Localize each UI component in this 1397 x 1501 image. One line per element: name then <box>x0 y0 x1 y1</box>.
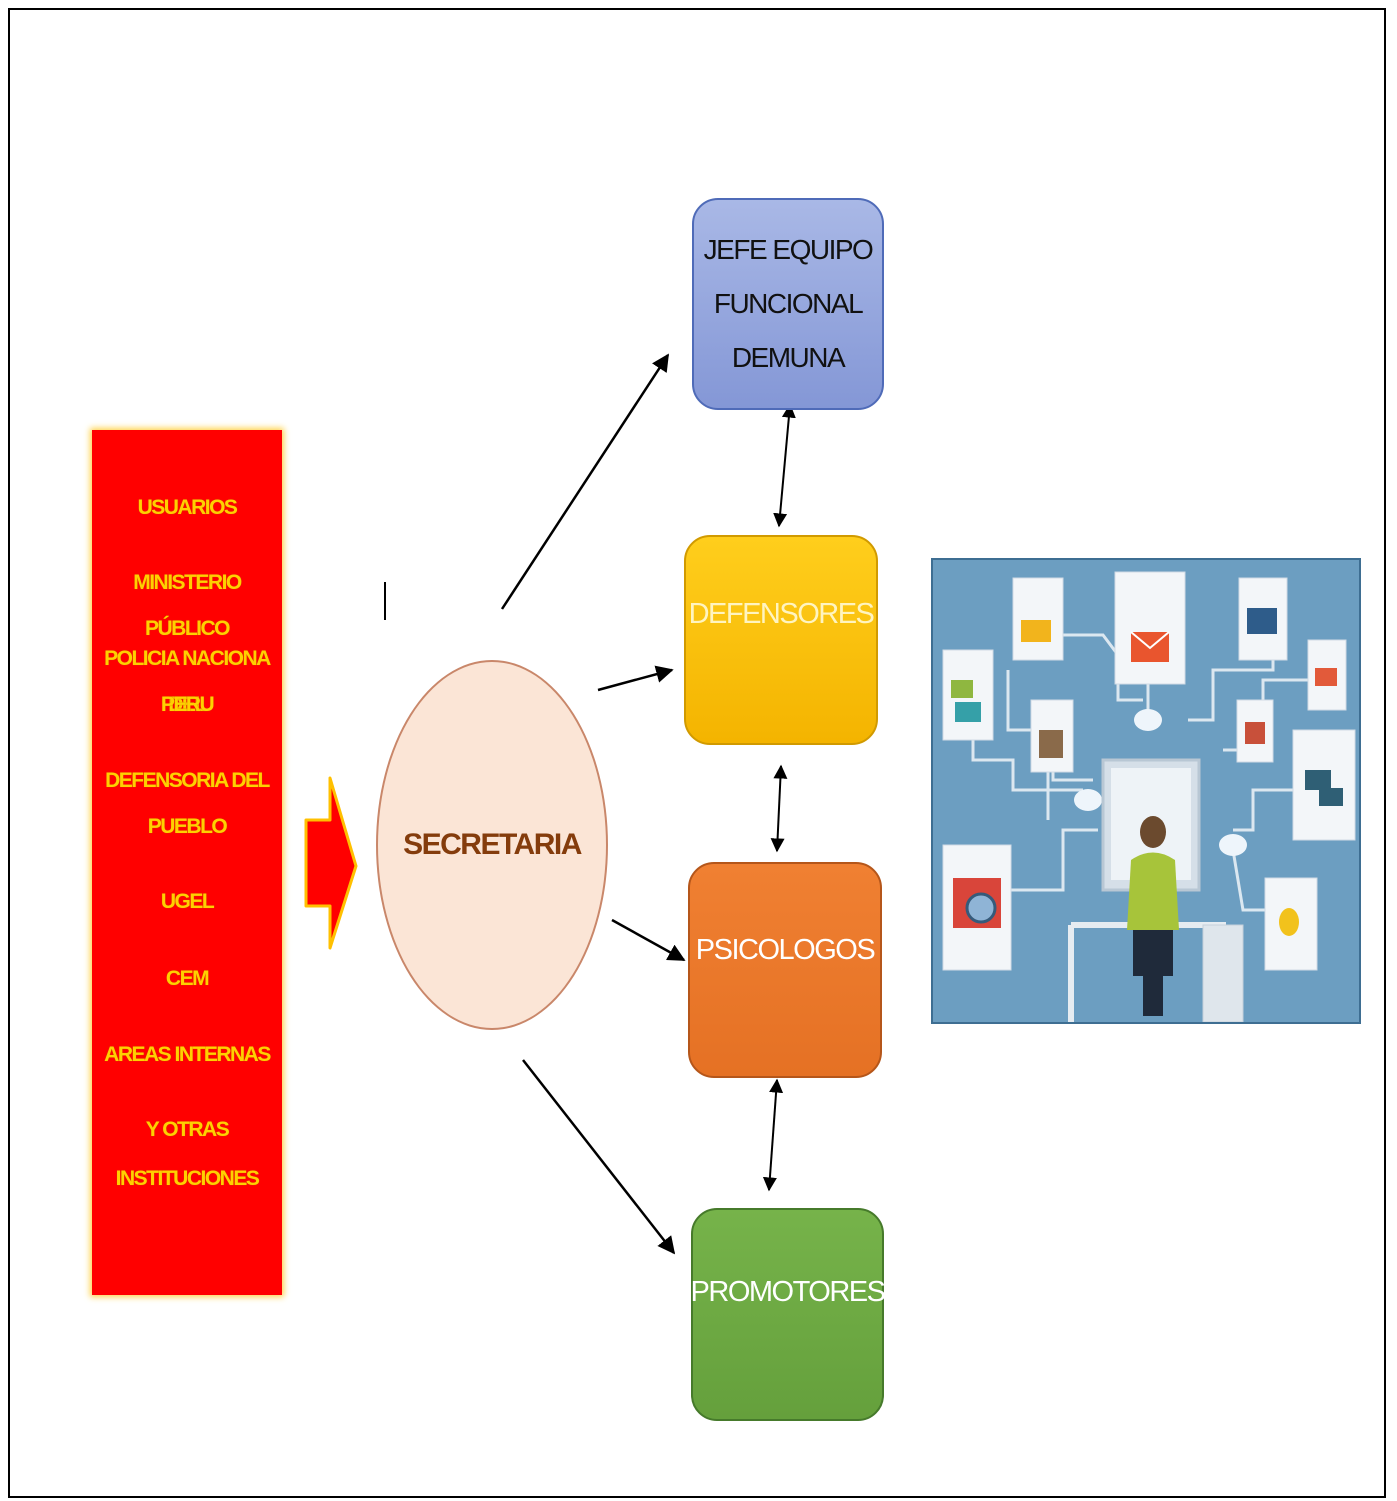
source-policia-line2: PERU <box>160 693 215 716</box>
source-cem: CEM <box>165 967 210 990</box>
promotores-node: PROMOTORES <box>690 1208 886 1421</box>
secretaria-label: SECRETARIA <box>403 828 582 861</box>
defensores-node: DEFENSORES <box>684 535 878 745</box>
jefe-label-line2: FUNCIONAL <box>713 288 864 319</box>
psicologos-label: PSICOLOGOS <box>695 933 876 966</box>
arrow-to-promotores <box>522 1059 676 1255</box>
source-defensoria-line1: DEFENSORIA DEL <box>105 769 270 792</box>
source-ugel: UGEL <box>160 890 215 913</box>
arrow-to-defensores <box>597 665 674 692</box>
promotores-label: PROMOTORES <box>690 1276 886 1308</box>
jefe-label-line3: DEMUNA <box>731 342 846 373</box>
page-frame <box>8 8 1386 1498</box>
source-ministerio-publico: MINISTERIO PÚBLICO <box>133 571 242 640</box>
big-red-arrow <box>304 776 358 950</box>
arrow-to-jefe <box>500 353 670 610</box>
source-policia-line1: POLICIA NACIONA DEL <box>104 647 271 716</box>
link-defensores-psicologos <box>770 764 788 853</box>
arrow-to-psicologos <box>611 918 686 962</box>
link-psicologos-promotores <box>762 1078 784 1192</box>
sources-panel: USUARIOS MINISTERIO PÚBLICO POLICIA NACI… <box>92 430 282 1295</box>
source-otras-line2: INSTITUCIONES <box>115 1167 260 1190</box>
source-defensoria-line2: PUEBLO <box>147 815 228 838</box>
computer-network-illustration-icon <box>931 558 1361 1024</box>
source-otras-line1: Y OTRAS <box>145 1118 230 1141</box>
link-jefe-defensores <box>773 403 796 528</box>
source-areas-internas: AREAS INTERNAS <box>104 1043 271 1066</box>
jefe-equipo-node: JEFE EQUIPO FUNCIONAL DEMUNA <box>692 198 884 410</box>
source-usuarios: USUARIOS <box>137 496 238 519</box>
defensores-label: DEFENSORES <box>688 597 875 630</box>
jefe-label-line1: JEFE EQUIPO <box>703 234 874 265</box>
psicologos-node: PSICOLOGOS <box>688 862 882 1078</box>
secretaria-node: SECRETARIA <box>376 660 608 1030</box>
